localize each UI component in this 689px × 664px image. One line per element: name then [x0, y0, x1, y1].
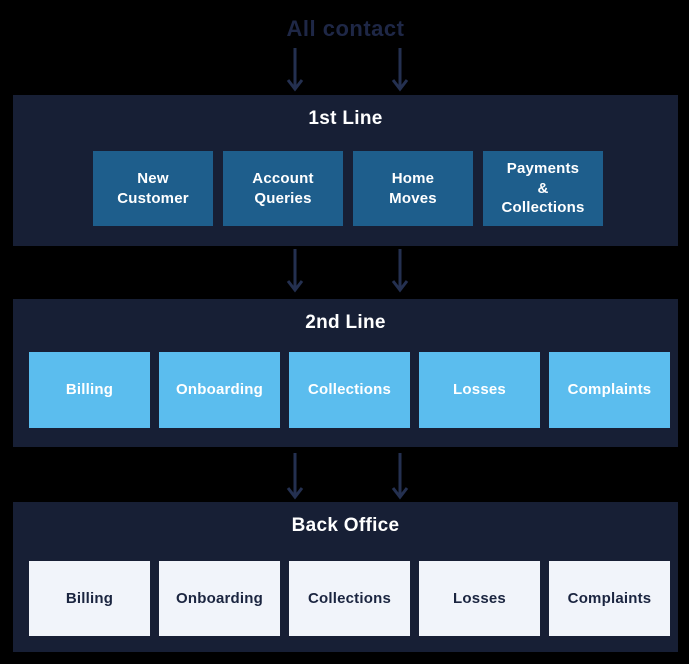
tier-panel-1st-line: 1st Line New Customer Account Queries Ho…	[13, 95, 678, 246]
flow-box-onboarding-back: Onboarding	[159, 561, 280, 636]
flow-box-account-queries: Account Queries	[223, 151, 343, 226]
down-arrow-icon	[391, 249, 409, 293]
flow-box-payments-collections: Payments & Collections	[483, 151, 603, 226]
flow-box-billing-back: Billing	[29, 561, 150, 636]
tier-title-back-office: Back Office	[291, 515, 400, 536]
down-arrow-icon	[286, 453, 304, 500]
down-arrow-icon	[391, 453, 409, 500]
flow-box-home-moves: Home Moves	[353, 151, 473, 226]
down-arrow-icon	[391, 48, 409, 92]
down-arrow-icon	[286, 48, 304, 92]
tier-panel-2nd-line: 2nd Line Billing Onboarding Collections …	[13, 299, 678, 447]
diagram-title: All contact	[286, 16, 405, 41]
flow-box-billing: Billing	[29, 352, 150, 428]
tier-title-1st-line: 1st Line	[308, 108, 383, 129]
flow-box-collections: Collections	[289, 352, 410, 428]
flow-box-losses: Losses	[419, 352, 540, 428]
flow-box-collections-back: Collections	[289, 561, 410, 636]
flow-box-new-customer: New Customer	[93, 151, 213, 226]
flow-box-onboarding: Onboarding	[159, 352, 280, 428]
down-arrow-icon	[286, 249, 304, 293]
tier-title-2nd-line: 2nd Line	[305, 312, 386, 333]
flow-box-complaints: Complaints	[549, 352, 670, 428]
tier-panel-back-office: Back Office Billing Onboarding Collectio…	[13, 502, 678, 652]
flow-box-losses-back: Losses	[419, 561, 540, 636]
flow-box-complaints-back: Complaints	[549, 561, 670, 636]
